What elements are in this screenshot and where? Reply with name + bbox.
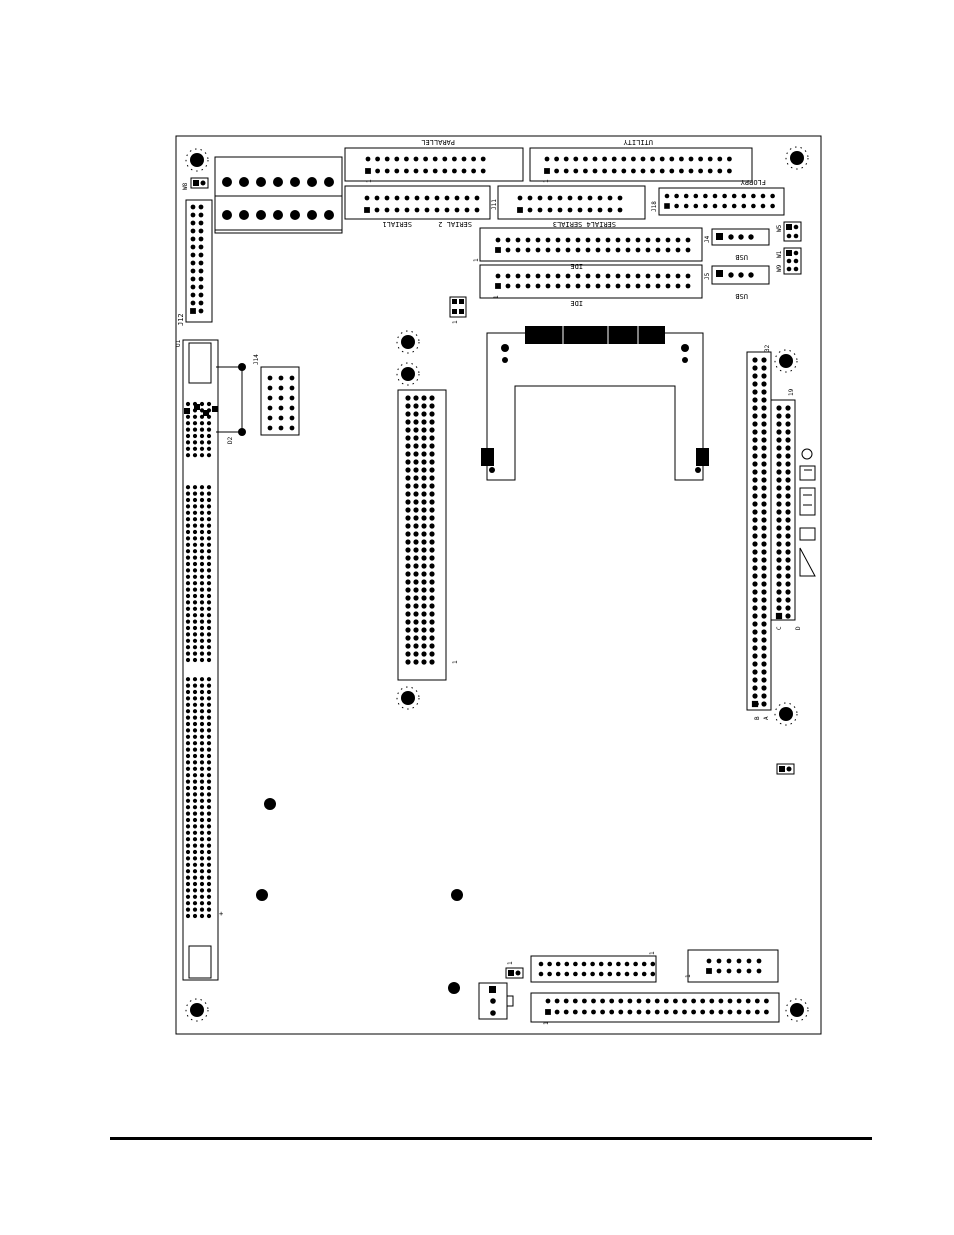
w9-label: W9 <box>776 264 783 272</box>
row-d-label: D <box>795 626 802 630</box>
j5-label: J5 <box>704 272 711 280</box>
svg-text:1: 1 <box>649 951 656 955</box>
svg-text:1: 1 <box>543 179 550 183</box>
utility-label: UTILITY <box>623 138 653 146</box>
svg-text:1: 1 <box>452 320 459 324</box>
ide-top-label: IDE <box>570 262 583 270</box>
svg-text:1: 1 <box>543 1021 550 1025</box>
connector-bottom-small <box>530 955 657 983</box>
serial43-label: SERIAL4 SERIAL3 <box>553 220 616 228</box>
connector-floppy: J18 <box>651 187 785 216</box>
svg-text:+: + <box>219 910 223 918</box>
connector-j12: J12 <box>177 199 213 326</box>
connector-ide-top: IDE <box>479 227 703 270</box>
connector-center-header <box>397 389 447 681</box>
svg-text:32: 32 <box>764 344 771 352</box>
serial1-label: SERIAL1 <box>382 220 412 228</box>
row-c-label: C <box>776 626 783 630</box>
jumper-w1-w9: W1 W9 <box>776 247 802 275</box>
svg-text:1: 1 <box>452 660 459 664</box>
board-outline <box>175 135 822 1035</box>
power-connector <box>214 156 343 234</box>
logo-mark <box>799 448 816 577</box>
d2-label: D2 <box>227 436 234 444</box>
led-d2: D2 <box>216 363 246 444</box>
fiducials <box>256 798 463 994</box>
svg-text:1: 1 <box>685 974 692 978</box>
jumper-w5: W5 <box>776 221 802 242</box>
ide-bottom-label: IDE <box>570 299 583 307</box>
jumper-bottom <box>505 967 524 979</box>
connector-right-cd: 19 C D <box>770 388 802 630</box>
j12-label: J12 <box>177 313 185 326</box>
svg-text:1: 1 <box>507 961 514 965</box>
w8-label: W8 <box>182 182 189 190</box>
jumper-w8: W8 <box>182 177 209 190</box>
svg-text:19: 19 <box>788 388 795 396</box>
compact-flash-socket <box>481 326 709 481</box>
usb-bottom-label: USB <box>735 292 748 300</box>
connector-usb-j4: USB J4 <box>704 228 770 261</box>
j11-label: J11 <box>491 199 498 210</box>
connector-utility: UTILITY 1 <box>529 138 753 183</box>
row-b-label: B <box>754 716 761 720</box>
svg-text:1: 1 <box>493 295 500 299</box>
connector-serial34: SERIAL4 SERIAL3 J11 <box>491 185 646 228</box>
connector-pc104-u1: U1 + <box>175 339 223 981</box>
j4-label: J4 <box>704 235 711 243</box>
w5-label: W5 <box>776 224 783 232</box>
parallel-label: PARALLEL <box>421 138 455 146</box>
serial2-label: SERIAL 2 <box>438 220 472 228</box>
connector-bottom-10pin <box>687 949 779 983</box>
page-footer-rule <box>110 1137 872 1140</box>
connector-right-ab: 32 B A <box>746 344 772 720</box>
connector-ide-bottom: IDE <box>479 264 703 307</box>
connector-bottom-long <box>530 992 780 1023</box>
u1-label: U1 <box>175 339 182 347</box>
connector-j14: J14 <box>253 354 300 436</box>
mounting-holes <box>185 146 809 1022</box>
connector-usb-j5: USB J5 <box>704 265 770 300</box>
connector-parallel: PARALLEL 1 <box>344 138 524 183</box>
svg-text:1: 1 <box>754 702 761 706</box>
row-a-label: A <box>763 716 770 720</box>
svg-text:1: 1 <box>473 258 480 262</box>
usb-top-label: USB <box>735 253 748 261</box>
jumper-small-center <box>449 296 467 318</box>
w1-label: W1 <box>776 250 783 258</box>
svg-text:1: 1 <box>366 179 373 183</box>
jumper-right <box>776 763 795 775</box>
connector-3pin <box>478 982 514 1020</box>
connector-serial12: SERIAL 2 SERIAL1 <box>344 185 491 228</box>
floppy-label: FLOPPY <box>740 178 766 186</box>
j18-label: J18 <box>651 201 658 212</box>
j14-label: J14 <box>253 354 260 365</box>
